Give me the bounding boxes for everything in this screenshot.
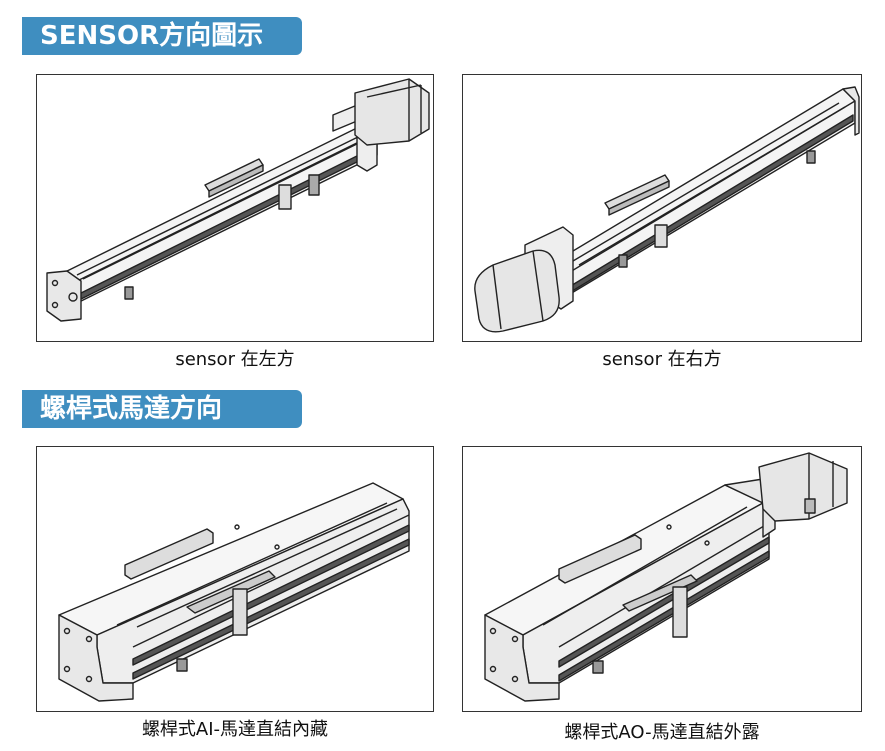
actuator-drawing-sensor-left xyxy=(46,78,430,322)
actuator-drawing-sensor-right xyxy=(474,86,860,333)
figure-sensor-left xyxy=(36,74,434,342)
section-header-sensor: SENSOR方向圖示 xyxy=(22,17,302,55)
section-title-sensor: SENSOR方向圖示 xyxy=(40,21,264,51)
caption-motor-ao: 螺桿式AO-馬達直結外露 xyxy=(564,722,760,743)
caption-motor-ai: 螺桿式AI-馬達直結內藏 xyxy=(141,719,329,740)
actuator-drawing-motor-ao xyxy=(484,452,848,702)
figure-sensor-right xyxy=(462,74,862,342)
figure-motor-ai xyxy=(36,446,434,712)
figure-motor-ao xyxy=(462,446,862,712)
section-title-motor: 螺桿式馬達方向 xyxy=(40,394,223,424)
actuator-drawing-motor-ai xyxy=(58,482,410,702)
caption-sensor-right: sensor 在右方 xyxy=(602,349,722,370)
caption-sensor-left: sensor 在左方 xyxy=(175,349,295,370)
section-header-motor: 螺桿式馬達方向 xyxy=(22,390,302,428)
